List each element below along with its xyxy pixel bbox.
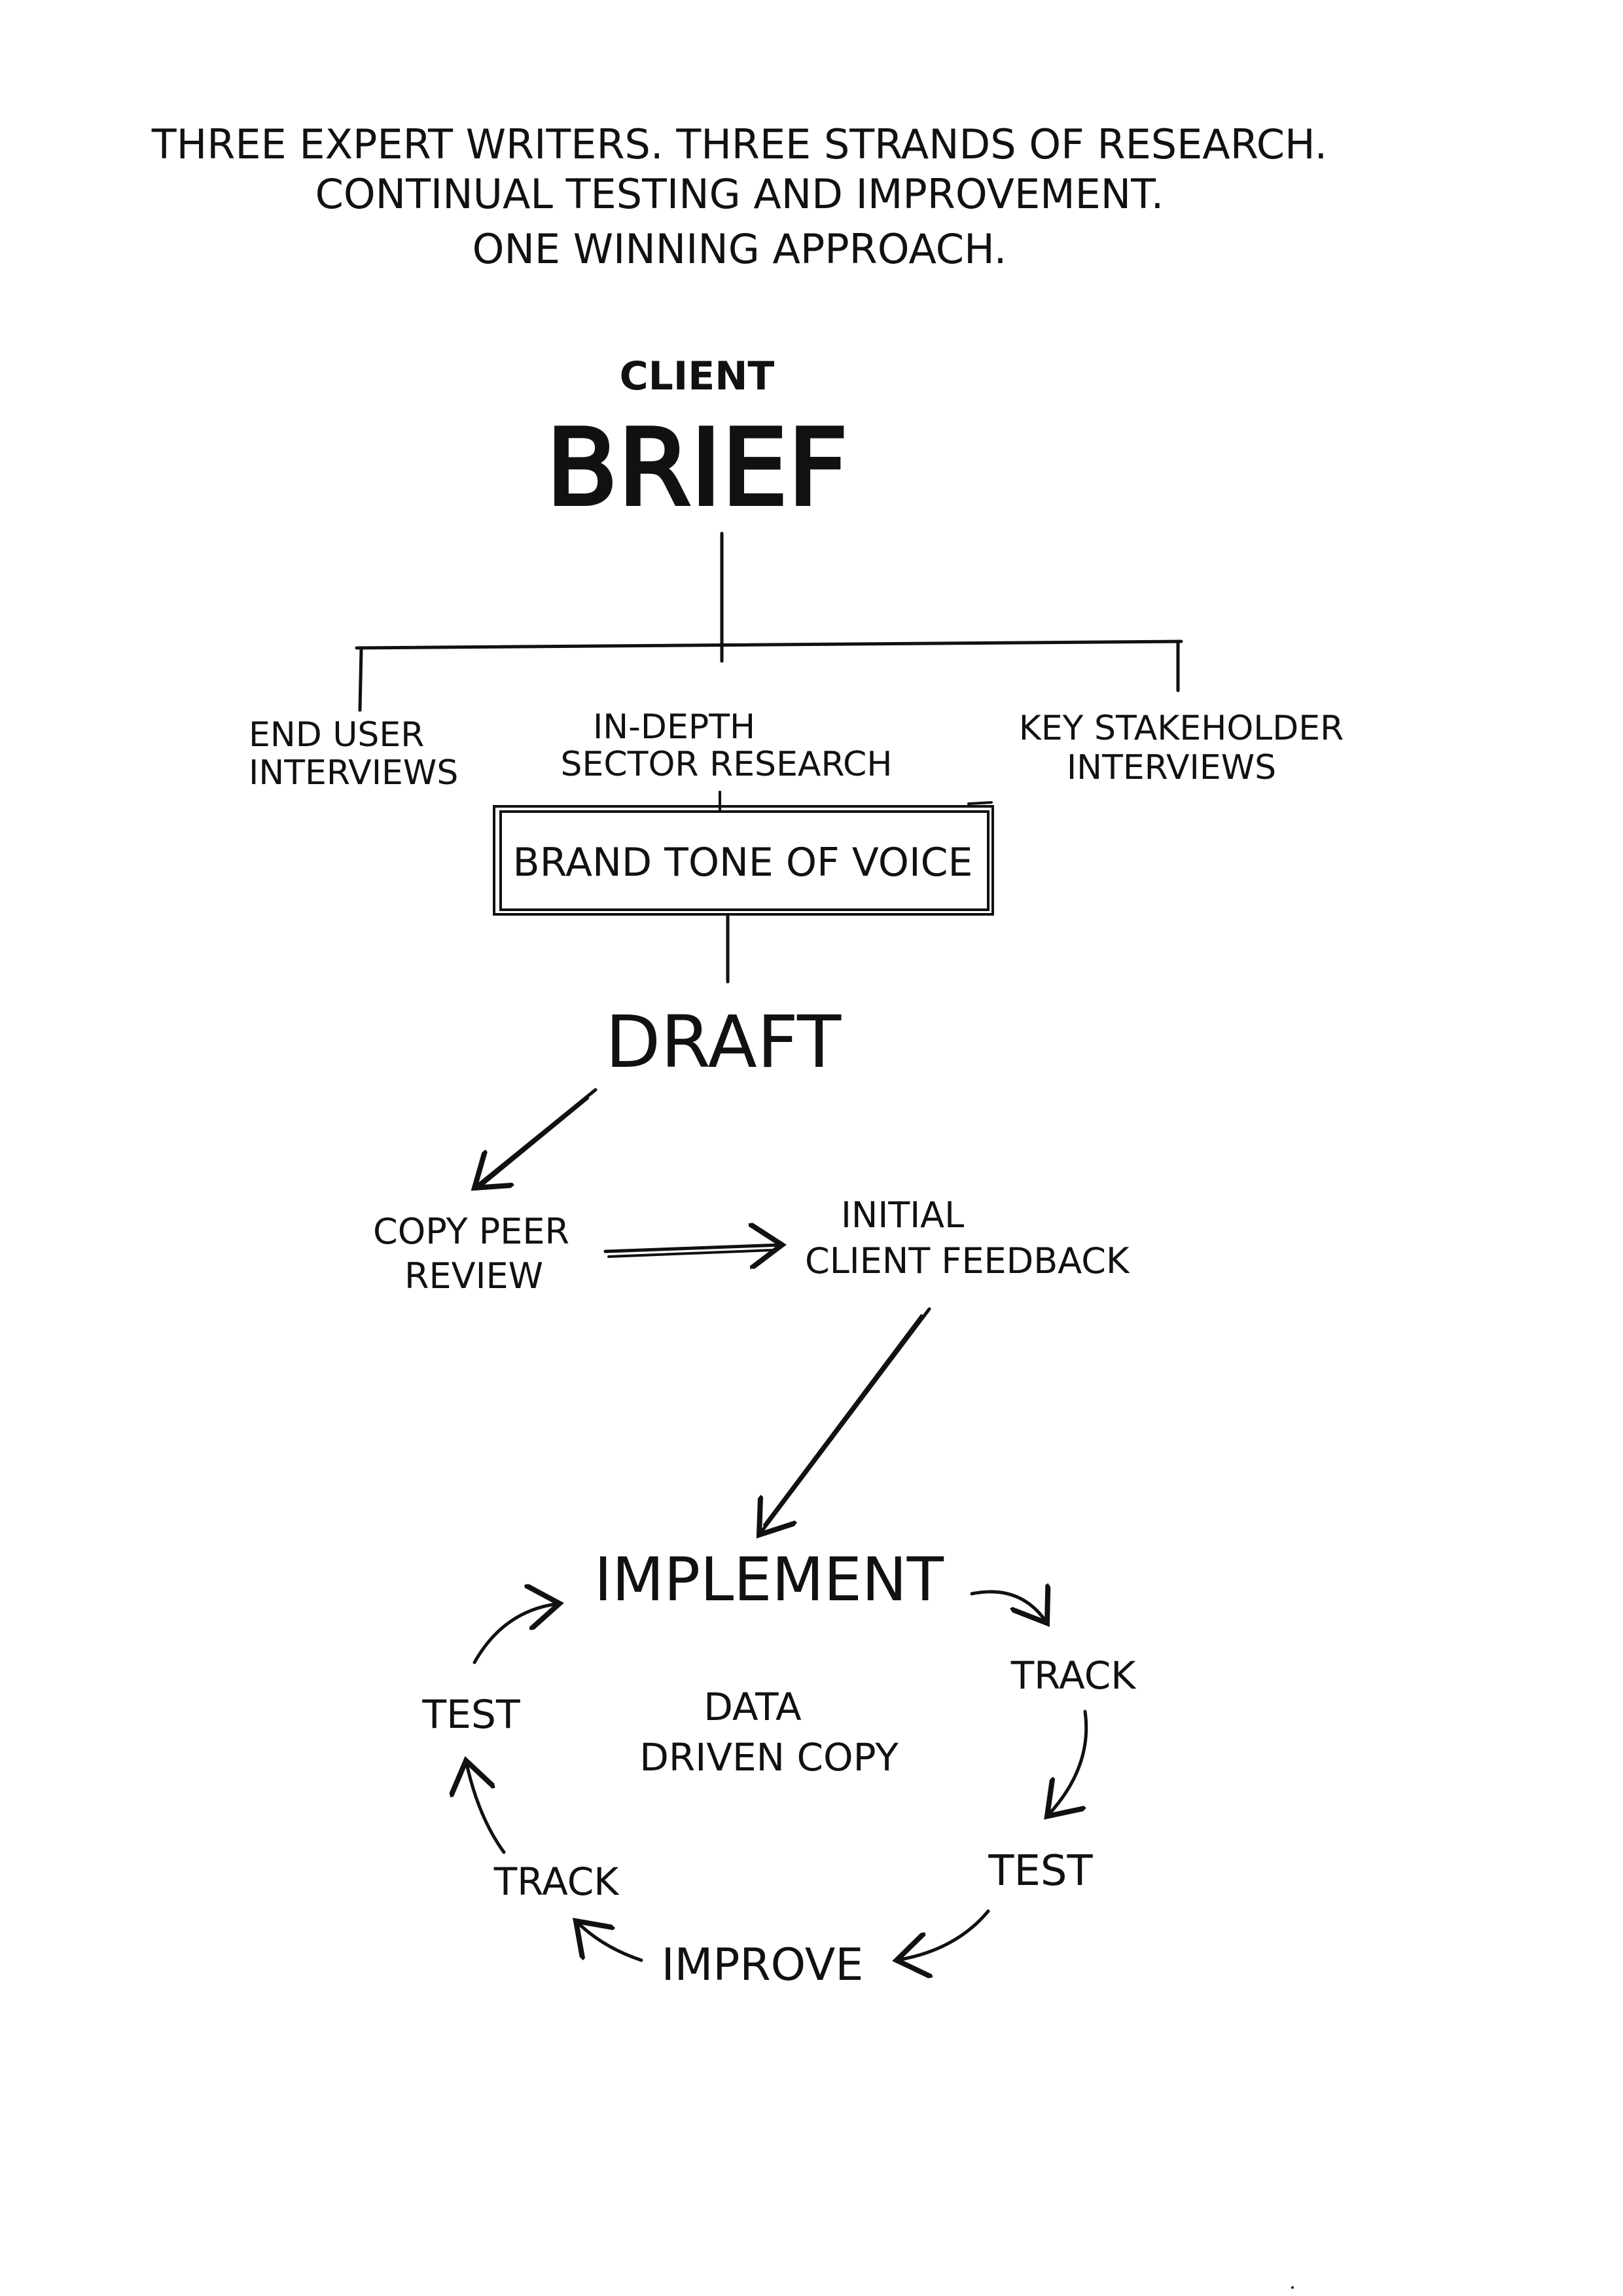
brief-label: BRIEF	[546, 406, 847, 529]
draft-to-peer-arrow-shadow	[480, 1097, 589, 1187]
cycle-arrow-test-to-improve	[897, 1909, 990, 1960]
cycle-arrow-implement-to-track	[970, 1592, 1047, 1623]
cycle-arrow-track-to-test	[466, 1761, 506, 1854]
peer-to-feedback-arrow	[603, 1245, 782, 1251]
cycle-test-right: TEST	[988, 1847, 1093, 1895]
cycle-track-left: TRACK	[493, 1859, 620, 1904]
client-label: CLIENT	[620, 353, 775, 399]
cycle-arrow-test-to-implement	[473, 1604, 560, 1664]
peer-line-1: COPY PEER	[373, 1211, 569, 1252]
sector-line-1: IN-DEPTH	[593, 708, 755, 747]
tone-of-voice-box: BRAND TONE OF VOICE	[493, 791, 994, 916]
peer-to-feedback-arrow-shadow	[607, 1249, 774, 1258]
stray-dot	[1291, 2286, 1294, 2289]
draft-to-peer-arrow	[474, 1088, 597, 1188]
box-top-tick	[967, 801, 993, 805]
cycle-arrow-improve-to-track	[576, 1921, 643, 1962]
feedback-to-implement-arrow-shadow	[763, 1314, 923, 1526]
improvement-cycle: IMPLEMENT TRACK TEST IMPROVE TRACK TEST …	[421, 1545, 1137, 1991]
header: THREE EXPERT WRITERS. THREE STRANDS OF R…	[151, 120, 1327, 273]
feedback-line-2: CLIENT FEEDBACK	[805, 1240, 1130, 1282]
sector-line-2: SECTOR RESEARCH	[561, 745, 893, 784]
peer-line-2: REVIEW	[404, 1255, 543, 1297]
header-line-3: ONE WINNING APPROACH.	[473, 225, 1007, 273]
cycle-test-left: TEST	[421, 1692, 520, 1738]
branch-bar	[355, 639, 1183, 650]
draft-label: DRAFT	[605, 1000, 842, 1084]
cycle-track-right: TRACK	[1010, 1653, 1137, 1698]
branch-left	[358, 647, 363, 712]
end-user-line-1: END USER	[249, 715, 424, 755]
tone-box-label: BRAND TONE OF VOICE	[513, 840, 973, 886]
feedback-line-1: INITIAL	[841, 1194, 964, 1236]
cycle-improve: IMPROVE	[662, 1939, 864, 1991]
stakeholder-line-1: KEY STAKEHOLDER	[1019, 709, 1344, 748]
tree-connectors	[355, 531, 1183, 712]
end-user-line-2: INTERVIEWS	[249, 753, 458, 793]
cycle-arrow-track-to-test	[1047, 1710, 1088, 1816]
header-line-2: CONTINUAL TESTING AND IMPROVEMENT.	[315, 170, 1164, 218]
cycle-center-line-2: DRIVEN COPY	[639, 1735, 899, 1780]
cycle-implement: IMPLEMENT	[594, 1545, 944, 1615]
tone-box-frame-inner	[499, 810, 990, 911]
tone-box-frame	[493, 805, 994, 916]
feedback-to-implement-arrow	[759, 1307, 931, 1535]
stakeholder-line-2: INTERVIEWS	[1067, 748, 1276, 787]
cycle-center-line-1: DATA	[704, 1685, 802, 1729]
header-line-1: THREE EXPERT WRITERS. THREE STRANDS OF R…	[151, 120, 1327, 168]
